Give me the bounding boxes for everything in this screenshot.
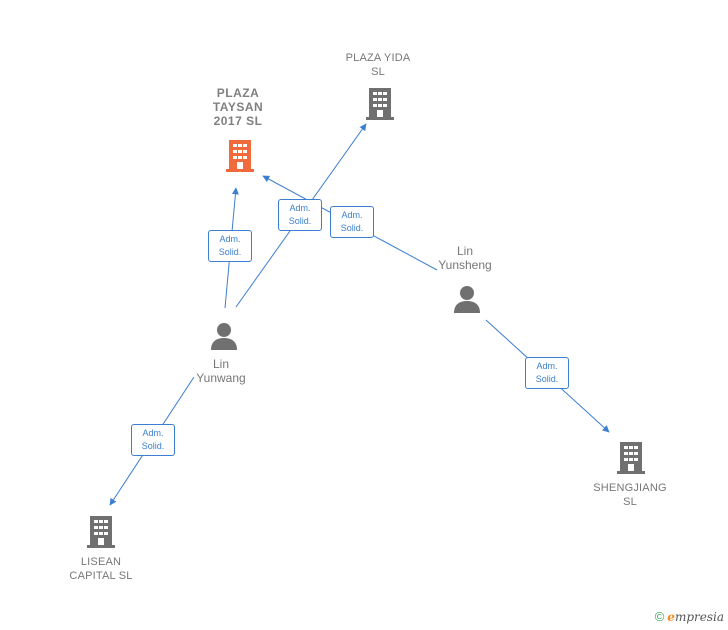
edge-label-yunwang-yida[interactable]: Adm. Solid.: [278, 199, 322, 231]
plaza-taysan-label: PLAZA TAYSAN 2017 SL: [212, 86, 264, 128]
copyright-symbol: ©: [654, 609, 665, 624]
person-icon[interactable]: [209, 321, 239, 351]
building-icon[interactable]: [364, 86, 396, 120]
building-icon[interactable]: [224, 138, 256, 172]
plaza-yida-label: PLAZA YIDA SL: [345, 52, 411, 78]
person-icon[interactable]: [452, 284, 482, 314]
building-icon[interactable]: [615, 440, 647, 474]
lisean-label: LISEAN CAPITAL SL: [69, 556, 133, 582]
lin-yunsheng-label: Lin Yunsheng: [438, 244, 492, 272]
shengjiang-label: SHENGJIANG SL: [593, 482, 667, 508]
edge-label-yunwang-taysan[interactable]: Adm. Solid.: [208, 230, 252, 262]
footer-brand: © empresia: [655, 609, 724, 624]
edge-label-yunwang-lisean[interactable]: Adm. Solid.: [131, 424, 175, 456]
brand-logo[interactable]: empresia: [667, 609, 724, 624]
building-icon[interactable]: [85, 514, 117, 548]
edge-label-yunsheng-shengjiang[interactable]: Adm. Solid.: [525, 357, 569, 389]
edge-label-yunsheng-taysan[interactable]: Adm. Solid.: [330, 206, 374, 238]
lin-yunwang-label: Lin Yunwang: [196, 357, 246, 385]
